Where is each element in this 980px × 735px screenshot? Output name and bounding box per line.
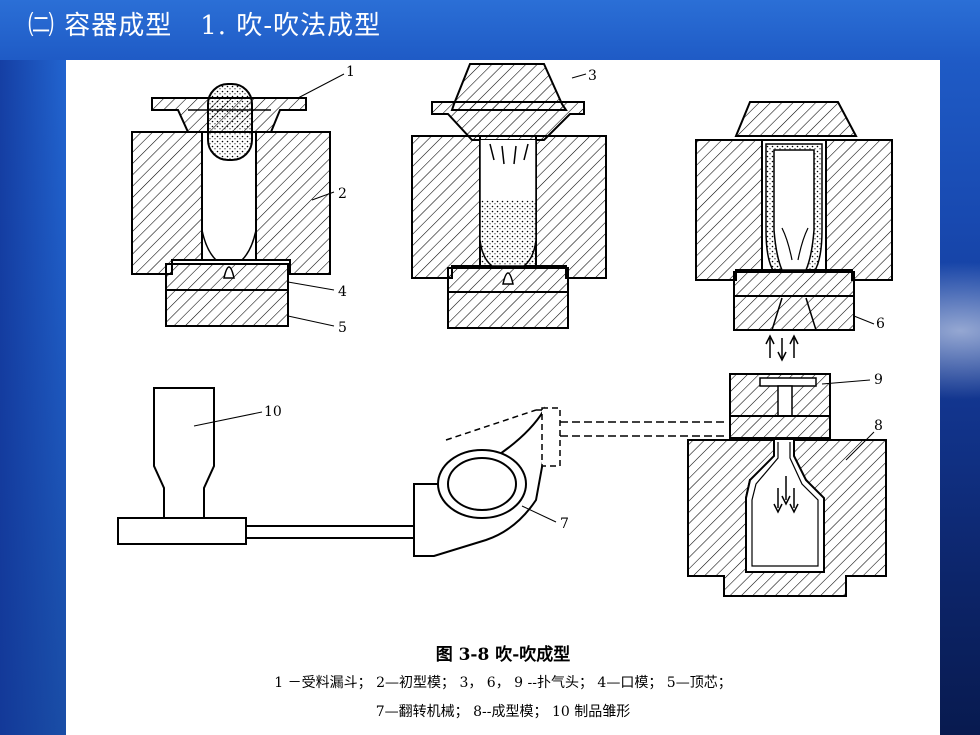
label-8: 8 xyxy=(874,418,883,434)
stage-1-funnel-fill: 1 2 4 5 xyxy=(131,64,355,336)
section-heading: ㈡ 容器成型 xyxy=(28,11,173,41)
label-1: 1 xyxy=(346,64,355,80)
blow-blow-molding-diagram: 1 2 4 5 3 xyxy=(117,63,893,597)
slide-title: ㈡ 容器成型 1. 吹-吹法成型 xyxy=(28,4,409,48)
inverting-mechanism: 7 xyxy=(246,406,726,557)
label-5: 5 xyxy=(338,320,347,336)
label-7: 7 xyxy=(560,516,569,532)
parison-preform: 10 xyxy=(117,387,282,545)
label-9: 9 xyxy=(874,372,883,388)
final-blow-mold: 9 8 xyxy=(687,372,887,597)
label-4: 4 xyxy=(338,284,347,300)
label-6: 6 xyxy=(876,316,885,332)
label-3: 3 xyxy=(588,68,597,84)
stage-3-counter-blow: 6 xyxy=(695,101,893,362)
label-2: 2 xyxy=(338,186,347,202)
stage-2-settle-blow: 3 xyxy=(411,63,607,329)
figure-legend-line-1: 1 －受料漏斗； 2—初型模； 3， 6， 9 --扑气头； 4—口模； 5—顶… xyxy=(274,675,732,691)
figure-caption-title: 图 3-8 吹-吹成型 xyxy=(435,645,571,665)
figure-panel: 1 2 4 5 3 xyxy=(66,60,940,735)
subsection-heading: 1. 吹-吹法成型 xyxy=(200,11,382,41)
label-10: 10 xyxy=(264,404,282,420)
figure-legend-line-2: 7—翻转机械； 8--成型模； 10 制品雏形 xyxy=(375,704,631,720)
